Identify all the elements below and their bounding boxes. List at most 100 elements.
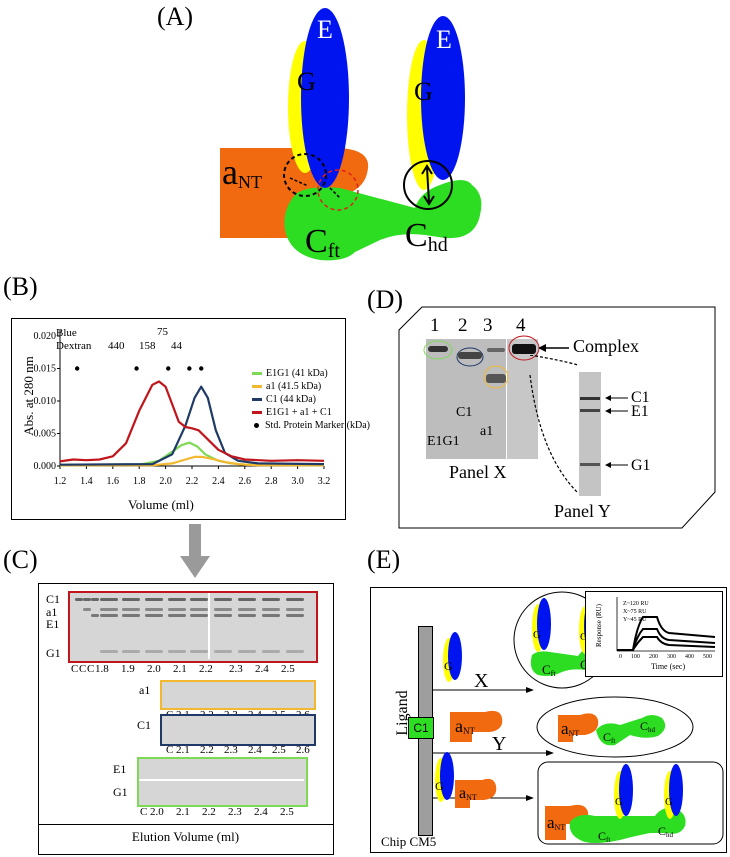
- lane-label: C: [71, 663, 79, 675]
- row-y-label: Y: [492, 733, 506, 755]
- row-label-e1: E1: [46, 617, 60, 631]
- band: [286, 598, 304, 601]
- complex-label: Complex: [573, 336, 639, 356]
- band: [262, 598, 280, 601]
- panel-c-divider: [38, 824, 333, 825]
- ant-text-z-bound: aNT: [547, 813, 565, 832]
- lane-label: 2.0: [150, 806, 164, 818]
- legend-swatch-marker: [254, 423, 259, 429]
- x-tick-label: 1.6: [107, 476, 120, 487]
- inset-xlabel: Time (sec): [651, 662, 685, 671]
- inset-xtick: 0: [619, 654, 622, 660]
- band: [580, 463, 600, 466]
- lane-label: 2.2: [200, 744, 214, 756]
- band: [100, 598, 118, 601]
- marker-point: [199, 366, 204, 371]
- x-tick-label: 2.6: [239, 476, 252, 487]
- lane-number: 3: [483, 315, 493, 336]
- panel-d-label: (D): [367, 285, 404, 314]
- g-right-text: G: [414, 77, 433, 106]
- inset-legend: Y~45 RU: [623, 617, 647, 623]
- inset-xtick: 100: [631, 654, 640, 660]
- spr-inset-chart: 0 100 200 300 400 500 Z~120 RU X~75 RU Y…: [595, 597, 716, 671]
- series-line: [59, 380, 325, 463]
- band: [286, 608, 304, 611]
- lane-label: 2.2: [202, 806, 216, 818]
- band: [190, 650, 208, 653]
- spr-inset-frame: [585, 591, 723, 677]
- ant-text-y: aNT: [455, 716, 475, 736]
- lane-label: 2.1: [176, 806, 190, 818]
- lane-label: 2.3: [228, 806, 242, 818]
- marker-point: [166, 366, 171, 371]
- band: [145, 650, 163, 653]
- row-label-a1: a1: [46, 605, 58, 619]
- ligand-c1-box: C1: [408, 717, 434, 739]
- band: [428, 346, 448, 352]
- panel-e-label: (E): [367, 545, 401, 574]
- band: [214, 614, 232, 617]
- row-label-g1: G1: [46, 646, 61, 660]
- marker-75-label: 75: [157, 326, 168, 338]
- panel-a-diagram: G E G E aNT Cft Chd: [220, 8, 482, 262]
- gel-c1-fractions: [160, 714, 316, 746]
- arrow-left-icons: [605, 395, 628, 468]
- panel-x-label: Panel X: [449, 462, 507, 482]
- band: [262, 614, 280, 617]
- lane-number: 2: [458, 315, 468, 336]
- band: [168, 598, 186, 601]
- lane-label: 2.4: [255, 663, 269, 675]
- x-tick-label: 1.2: [54, 476, 67, 487]
- e-left-text: E: [317, 15, 333, 44]
- lane-label: 2.4: [248, 744, 262, 756]
- band: [214, 650, 232, 653]
- e-right-shape: [421, 16, 465, 180]
- band: [487, 348, 505, 352]
- y-tick-label: 0.005: [34, 429, 57, 440]
- band: [122, 598, 140, 601]
- gel-a1-fractions: [160, 680, 316, 710]
- band: [458, 352, 482, 359]
- x-tick-label: 2.0: [159, 476, 172, 487]
- lane-label: 1.8: [95, 663, 109, 675]
- lane-label: C: [140, 806, 148, 818]
- double-arrow: [426, 167, 430, 203]
- contact-circle-1: [283, 153, 327, 197]
- marker-158-label: 158: [139, 340, 156, 352]
- band: [512, 344, 536, 354]
- gel-panel-y: [579, 372, 601, 496]
- band: [262, 650, 280, 653]
- band: [75, 598, 83, 601]
- band-label-e1: E1: [631, 403, 649, 420]
- chart-xlabel: Volume (ml): [128, 497, 194, 512]
- band: [91, 598, 99, 601]
- chip-label: Chip CM5: [381, 834, 437, 849]
- x-tick-label: 2.2: [186, 476, 199, 487]
- lane-number: 1: [430, 315, 440, 336]
- g-text-x: G: [444, 659, 453, 673]
- x-tick-label: 1.4: [80, 476, 93, 487]
- lane-label: 2.1: [176, 744, 190, 756]
- y-tick-label: 0.010: [34, 396, 57, 407]
- band: [486, 374, 506, 383]
- band: [238, 608, 256, 611]
- highlight-circle-green: [423, 340, 453, 360]
- lane-label: 2.2: [199, 663, 213, 675]
- inset-xtick: 500: [703, 654, 712, 660]
- chart-ylabel: Abs. at 280 nm: [21, 356, 36, 436]
- panel-a-label: (A): [157, 2, 194, 31]
- lane-label: 2.5: [281, 663, 295, 675]
- x-tick-label: 2.4: [212, 476, 225, 487]
- band: [190, 608, 208, 611]
- band: [262, 608, 280, 611]
- band: [286, 650, 304, 653]
- e-left-shape: [301, 8, 349, 188]
- marker-point: [134, 366, 139, 371]
- band: [145, 598, 163, 601]
- ant-text: aNT: [222, 152, 262, 192]
- legend-swatch-complex: [252, 411, 262, 415]
- band: [100, 608, 118, 611]
- g-text-z-bound: G: [615, 796, 623, 808]
- x-tick-label: 1.8: [133, 476, 146, 487]
- band: [122, 614, 140, 617]
